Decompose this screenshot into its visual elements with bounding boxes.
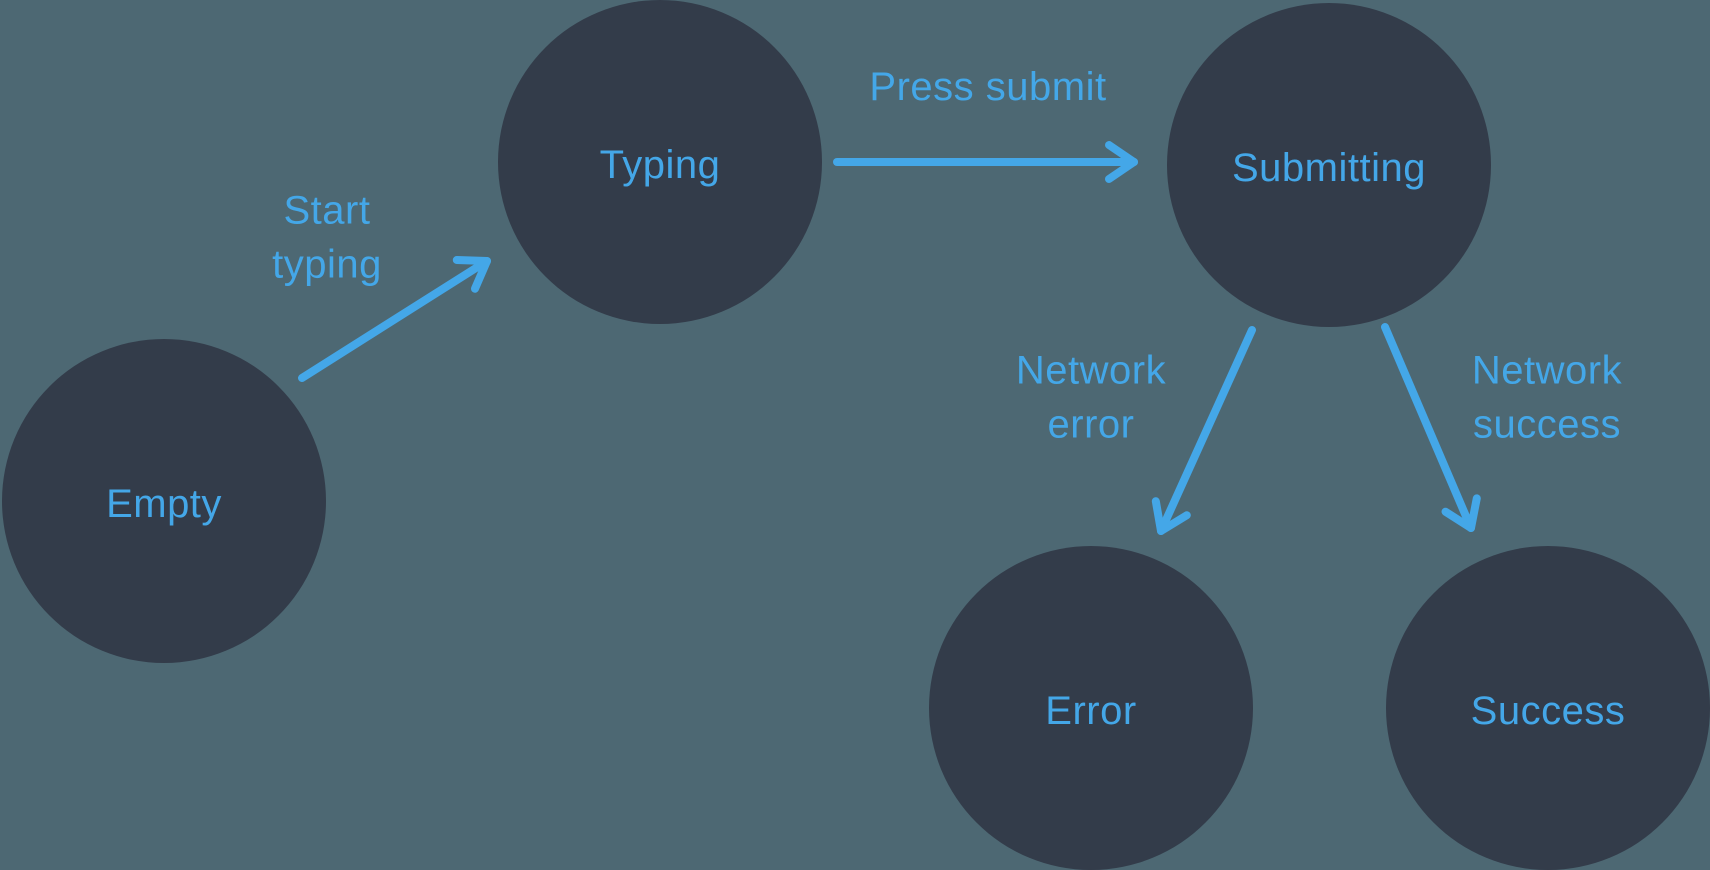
transition-label-start-typing: Start typing — [272, 188, 382, 287]
transition-label-network-error: Network error — [1015, 348, 1167, 447]
state-node-label: Success — [1470, 688, 1626, 733]
state-node-label: Empty — [106, 481, 222, 526]
transition-label-network-success: Network success — [1471, 348, 1623, 447]
state-node-label: Submitting — [1232, 145, 1426, 190]
state-node-label: Error — [1045, 688, 1137, 733]
state-node-empty: Empty — [2, 339, 326, 663]
state-node-submitting: Submitting — [1167, 3, 1491, 327]
transition-label-press-submit: Press submit — [869, 64, 1107, 109]
state-node-success: Success — [1386, 546, 1710, 870]
state-node-typing: Typing — [498, 0, 822, 324]
state-node-label: Typing — [599, 142, 721, 187]
state-node-error: Error — [929, 546, 1253, 870]
